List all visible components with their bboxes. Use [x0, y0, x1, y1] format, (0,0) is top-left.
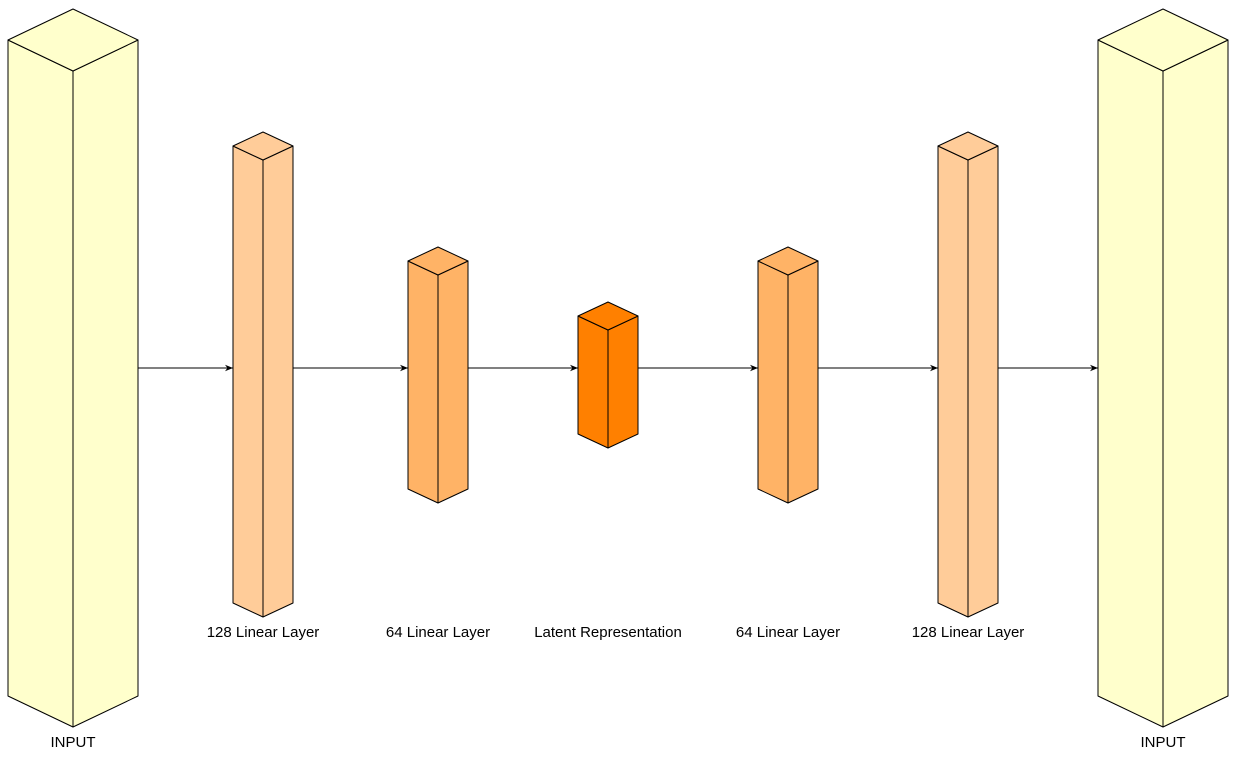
block-right-face [262, 145, 294, 618]
block-left-face [407, 260, 439, 504]
block-top-face [7, 8, 139, 72]
block-right-face [1162, 39, 1229, 728]
block-left-face [232, 145, 264, 618]
block-latent [577, 301, 639, 449]
block-decoder-64 [757, 246, 819, 504]
block-right-face [787, 260, 819, 504]
block-left-face [937, 145, 969, 618]
block-top-face [937, 131, 999, 161]
block-decoder-128 [937, 131, 999, 618]
block-top-face [757, 246, 819, 276]
block-top-face [1097, 8, 1229, 72]
block-right-face [967, 145, 999, 618]
block-right-face [72, 39, 139, 728]
block-left-face [577, 315, 609, 449]
block-input-left [7, 8, 139, 728]
label-decoder-128: 128 Linear Layer [911, 624, 1025, 641]
block-right-face [607, 315, 639, 449]
label-latent: Latent Representation [534, 624, 682, 641]
label-input-left: INPUT [50, 734, 96, 751]
block-encoder-64 [407, 246, 469, 504]
blocks [7, 8, 1229, 728]
block-top-face [577, 301, 639, 331]
block-top-face [407, 246, 469, 276]
label-encoder-64: 64 Linear Layer [385, 624, 491, 641]
block-top-face [232, 131, 294, 161]
label-decoder-64: 64 Linear Layer [735, 624, 841, 641]
label-encoder-128: 128 Linear Layer [206, 624, 320, 641]
block-right-face [437, 260, 469, 504]
block-input-right [1097, 8, 1229, 728]
label-input-right: INPUT [1140, 734, 1186, 751]
block-left-face [757, 260, 789, 504]
block-left-face [7, 39, 74, 728]
block-encoder-128 [232, 131, 294, 618]
block-left-face [1097, 39, 1164, 728]
